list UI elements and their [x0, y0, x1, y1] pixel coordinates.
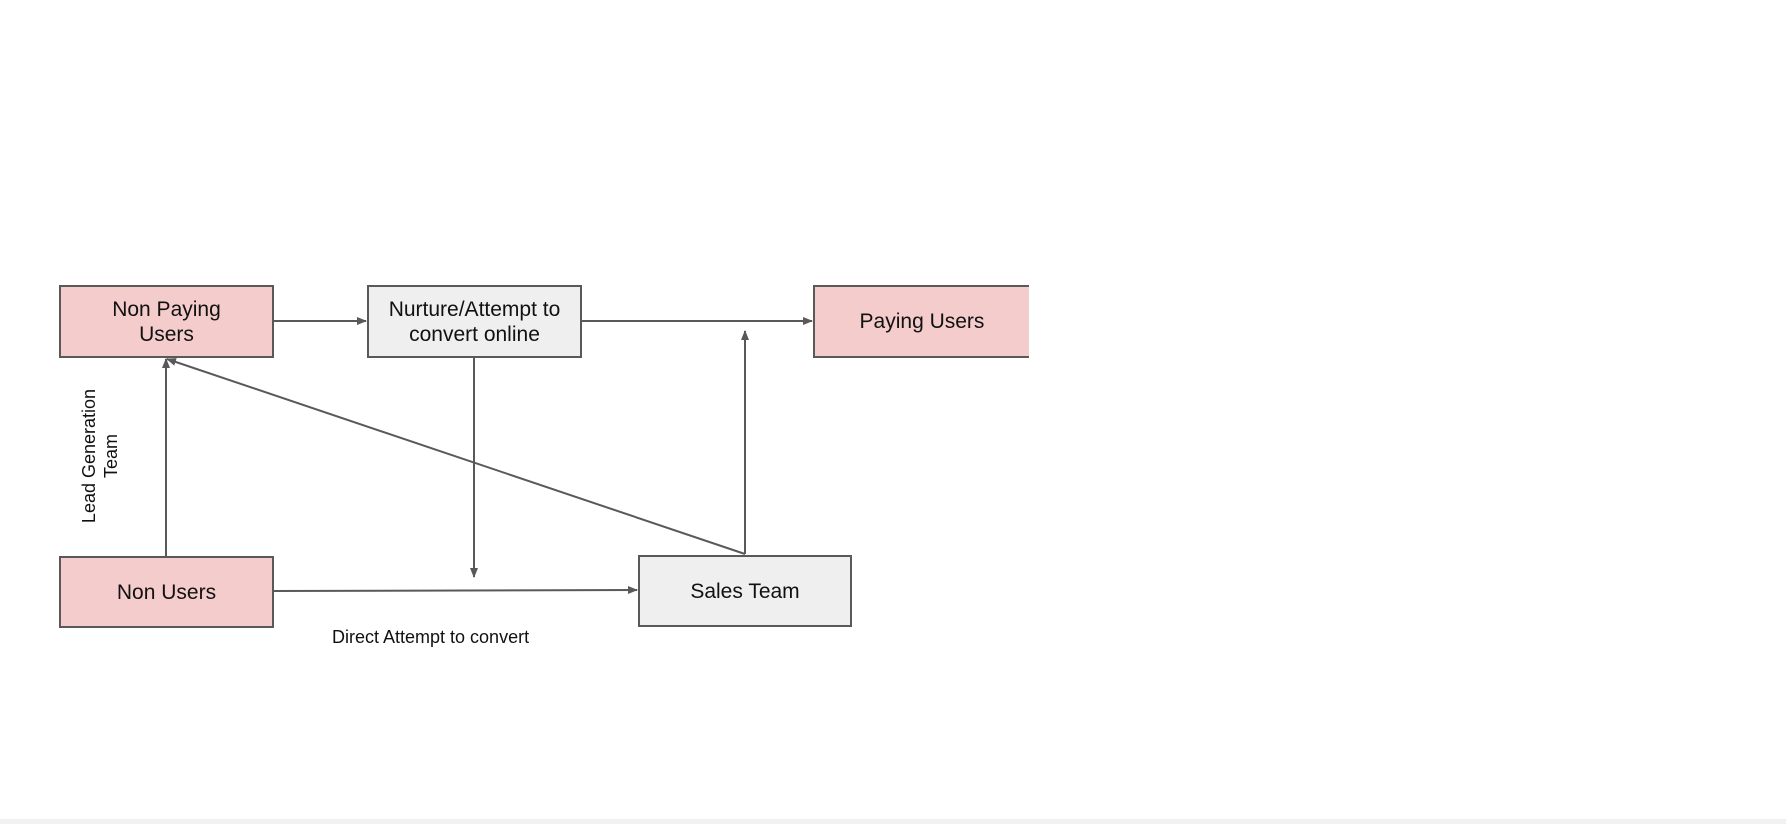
lead-generation-label: Lead Generation Team	[79, 388, 121, 524]
node-nurture: Nurture/Attempt to convert online	[367, 285, 582, 358]
arrow-sales-to-nonpaying	[166, 358, 746, 555]
node-label: Non Users	[116, 580, 217, 604]
node-label: Non Paying Users	[112, 297, 221, 346]
node-non-paying-users: Non Paying Users	[59, 285, 274, 358]
direct-attempt-label: Direct Attempt to convert	[332, 627, 530, 647]
node-label: Paying Users	[859, 310, 985, 333]
node-label: Nurture/Attempt to convert online	[388, 297, 561, 346]
bottom-border	[0, 819, 1786, 824]
arrow-nonusers-to-sales	[273, 586, 638, 595]
node-non-users: Non Users	[59, 556, 274, 628]
node-sales-team: Sales Team	[638, 555, 852, 627]
node-label: Sales Team	[690, 579, 800, 603]
node-paying-users: Paying Users	[813, 285, 1029, 358]
